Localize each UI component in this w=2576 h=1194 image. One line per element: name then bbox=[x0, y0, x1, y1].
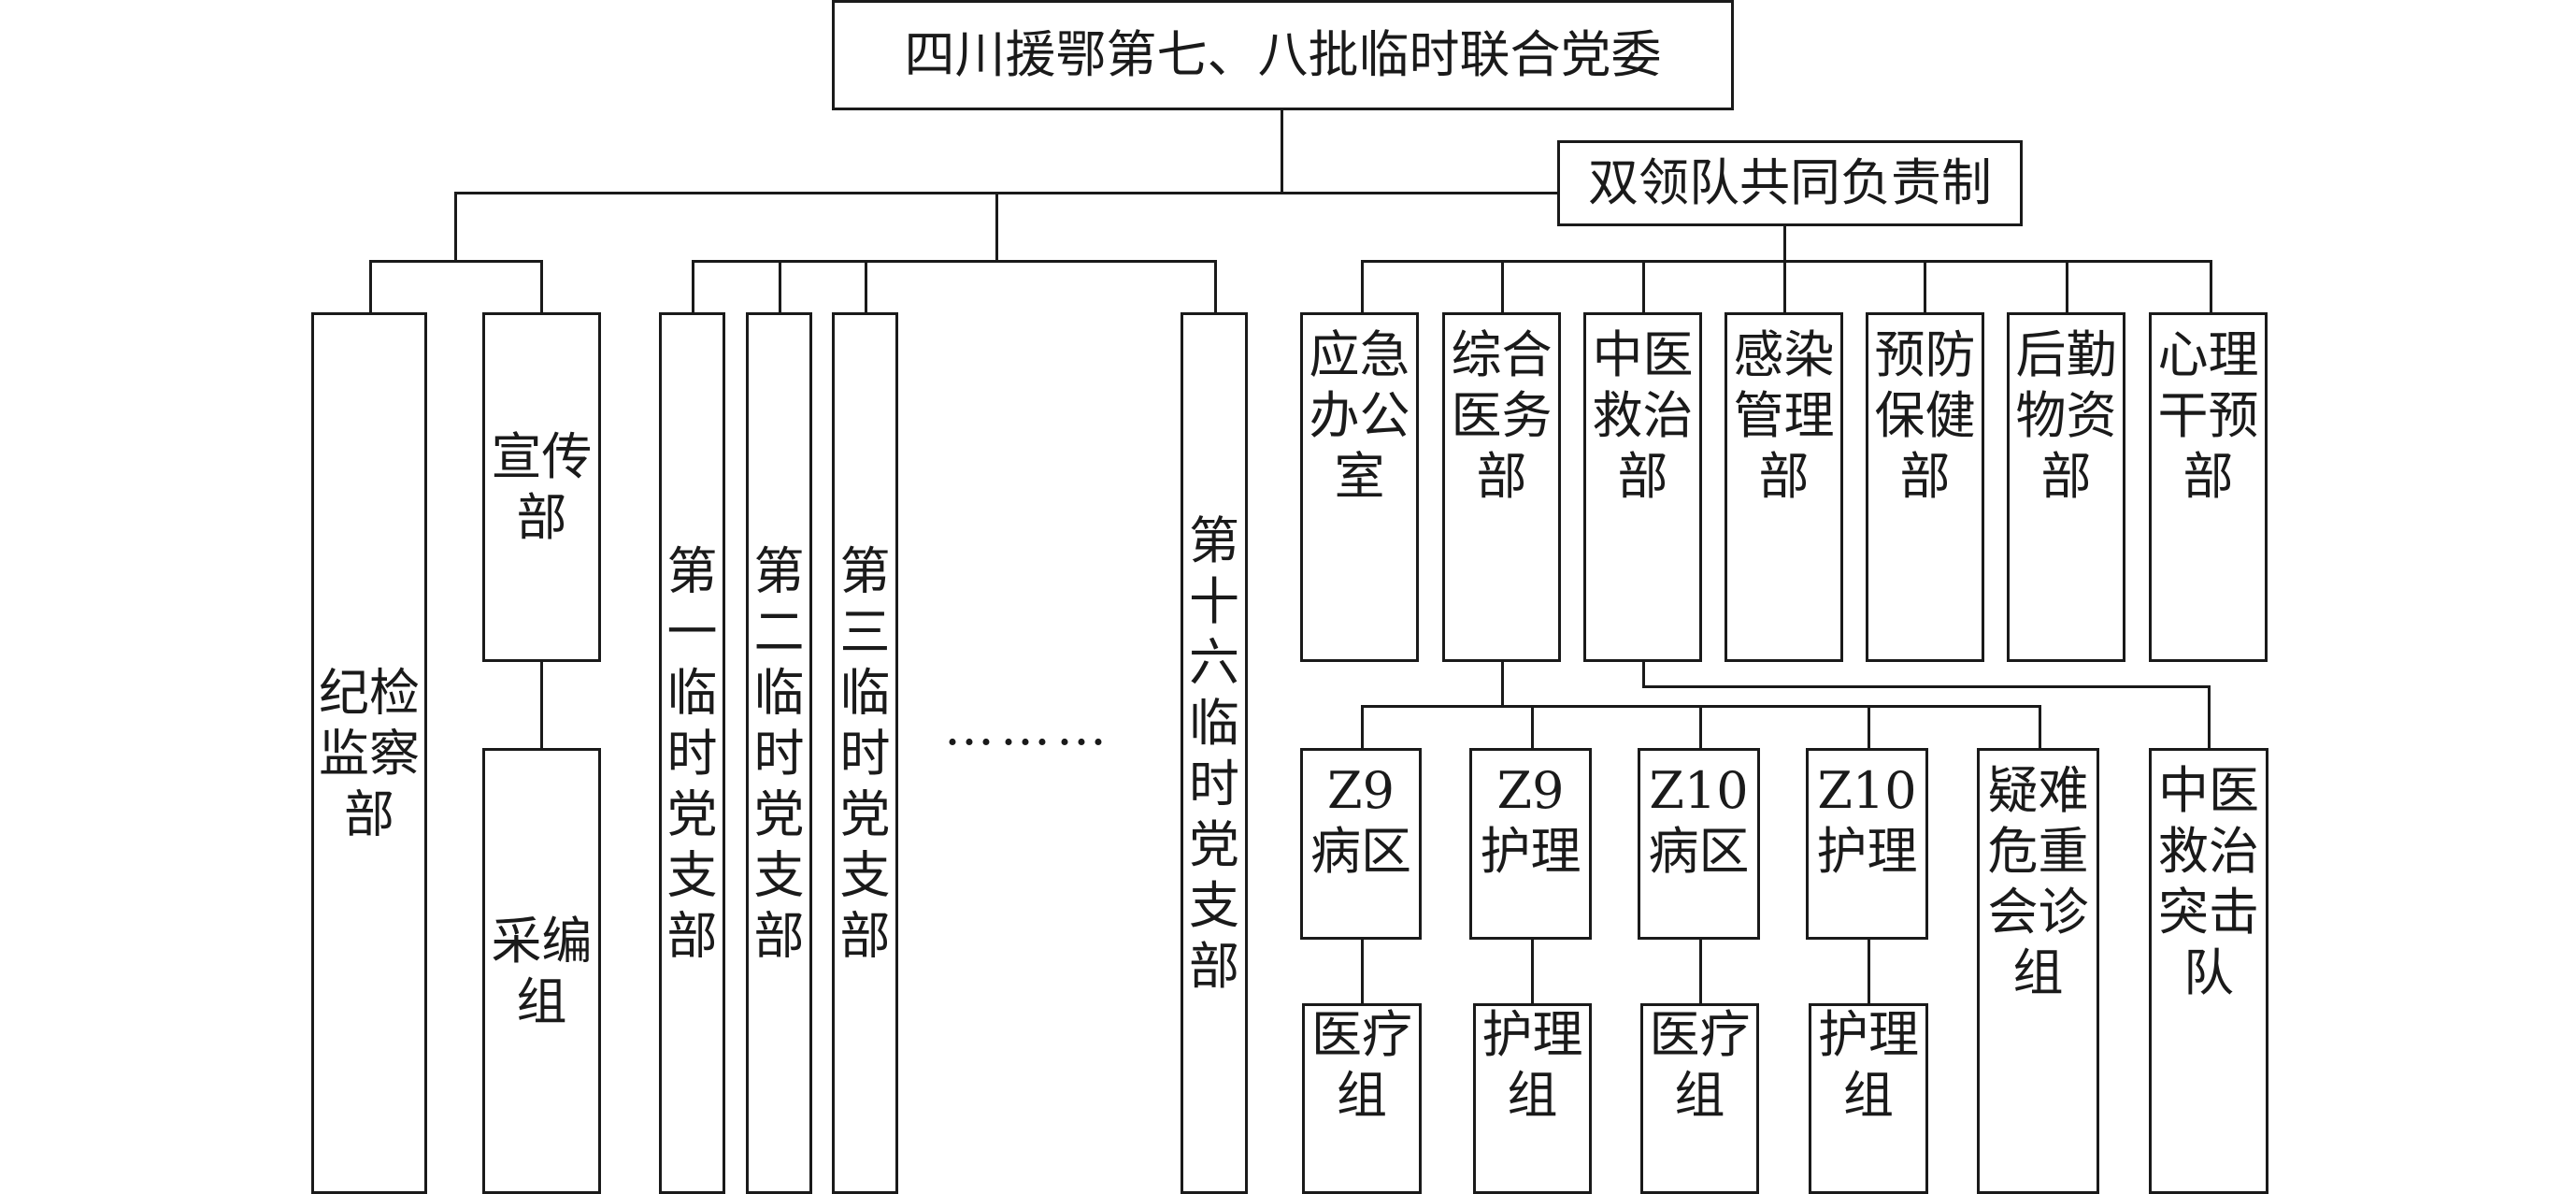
connector-line bbox=[1361, 705, 1364, 750]
connector-line bbox=[540, 260, 543, 312]
department-box: 预防保健部 bbox=[1866, 312, 1984, 662]
connector-line bbox=[1783, 260, 1786, 312]
connector-line bbox=[1642, 260, 1645, 312]
editing-group-label: 采编组 bbox=[491, 911, 593, 1031]
connector-line bbox=[2210, 260, 2212, 312]
subunit-label: Z10护理 bbox=[1816, 761, 1918, 881]
team-box: 护理组 bbox=[1809, 1003, 1928, 1194]
connector-line bbox=[995, 192, 998, 262]
discipline-dept-label: 纪检监察部 bbox=[319, 663, 420, 843]
connector-line bbox=[1642, 662, 1645, 688]
branches-ellipsis: ……… bbox=[944, 698, 1112, 756]
team-label: 护理组 bbox=[1481, 1005, 1583, 1125]
subunit-box: 中医救治突击队 bbox=[2149, 748, 2268, 1194]
connector-line bbox=[2066, 260, 2068, 312]
connector-line bbox=[1361, 260, 1364, 312]
connector-line bbox=[369, 260, 543, 263]
sixteenth-branch-box: 第十六临时党支部 bbox=[1181, 312, 1248, 1194]
connector-line bbox=[2208, 685, 2211, 750]
root-committee-box: 四川援鄂第七、八批临时联合党委 bbox=[832, 0, 1734, 110]
subunit-label: Z10病区 bbox=[1648, 761, 1750, 881]
connector-line bbox=[540, 662, 543, 750]
connector-line bbox=[692, 260, 1217, 263]
connector-line bbox=[1361, 260, 2212, 263]
connector-line bbox=[1214, 260, 1217, 312]
department-label: 心理干预部 bbox=[2157, 325, 2259, 506]
team-box: 医疗组 bbox=[1640, 1003, 1759, 1194]
connector-line bbox=[369, 260, 372, 312]
department-label: 综合医务部 bbox=[1451, 325, 1553, 506]
co-lead-box: 双领队共同负责制 bbox=[1557, 140, 2023, 226]
editing-group-box: 采编组 bbox=[482, 748, 601, 1194]
team-label: 医疗组 bbox=[1649, 1005, 1751, 1125]
connector-line bbox=[1501, 260, 1504, 312]
department-label: 感染管理部 bbox=[1733, 325, 1835, 506]
subunit-box: 疑难危重会诊组 bbox=[1977, 748, 2099, 1194]
connector-line bbox=[1642, 685, 2211, 688]
department-label: 预防保健部 bbox=[1874, 325, 1976, 506]
connector-line bbox=[1531, 940, 1534, 1005]
connector-line bbox=[2039, 705, 2041, 750]
first-branch-label: 第一临时党支部 bbox=[666, 541, 718, 965]
department-box: 后勤物资部 bbox=[2007, 312, 2125, 662]
subunit-box: Z9病区 bbox=[1300, 748, 1422, 940]
publicity-dept-label: 宣传部 bbox=[491, 427, 593, 547]
connector-line bbox=[1924, 260, 1926, 312]
subunit-label: Z9护理 bbox=[1480, 761, 1581, 881]
department-box: 中医救治部 bbox=[1583, 312, 1702, 662]
subunit-box: Z10病区 bbox=[1638, 748, 1760, 940]
team-box: 护理组 bbox=[1473, 1003, 1592, 1194]
team-box: 医疗组 bbox=[1302, 1003, 1422, 1194]
connector-line bbox=[1699, 940, 1702, 1005]
subunit-box: Z9护理 bbox=[1469, 748, 1592, 940]
subunit-label: Z9病区 bbox=[1310, 761, 1411, 881]
connector-line bbox=[1868, 940, 1870, 1005]
department-label: 应急办公室 bbox=[1309, 325, 1410, 506]
connector-line bbox=[1783, 224, 1786, 262]
connector-line bbox=[1699, 705, 1702, 750]
connector-line bbox=[779, 260, 781, 312]
third-branch-box: 第三临时党支部 bbox=[832, 312, 898, 1194]
subunit-box: Z10护理 bbox=[1806, 748, 1928, 940]
department-label: 后勤物资部 bbox=[2015, 325, 2117, 506]
connector-line bbox=[1868, 705, 1870, 750]
connector-line bbox=[692, 260, 694, 312]
department-box: 心理干预部 bbox=[2149, 312, 2268, 662]
publicity-dept-box: 宣传部 bbox=[482, 312, 601, 662]
team-label: 护理组 bbox=[1818, 1005, 1919, 1125]
discipline-dept-box: 纪检监察部 bbox=[311, 312, 427, 1194]
subunit-label: 疑难危重会诊组 bbox=[1987, 761, 2089, 1002]
connector-line bbox=[865, 260, 867, 312]
department-box: 感染管理部 bbox=[1724, 312, 1843, 662]
connector-line bbox=[454, 192, 457, 262]
sixteenth-branch-label: 第十六临时党支部 bbox=[1189, 511, 1239, 996]
department-box: 综合医务部 bbox=[1442, 312, 1561, 662]
co-lead-label: 双领队共同负责制 bbox=[1588, 153, 1992, 212]
connector-line bbox=[1281, 108, 1283, 194]
connector-line bbox=[1531, 705, 1534, 750]
connector-line bbox=[1501, 662, 1504, 707]
root-committee-label: 四川援鄂第七、八批临时联合党委 bbox=[904, 25, 1662, 84]
department-box: 应急办公室 bbox=[1300, 312, 1419, 662]
third-branch-label: 第三临时党支部 bbox=[839, 541, 891, 965]
first-branch-box: 第一临时党支部 bbox=[659, 312, 725, 1194]
team-label: 医疗组 bbox=[1311, 1005, 1412, 1125]
second-branch-label: 第二临时党支部 bbox=[753, 541, 805, 965]
subunit-label: 中医救治突击队 bbox=[2158, 761, 2259, 1002]
connector-line bbox=[454, 192, 1562, 194]
second-branch-box: 第二临时党支部 bbox=[746, 312, 812, 1194]
connector-line bbox=[1361, 940, 1364, 1005]
department-label: 中医救治部 bbox=[1592, 325, 1694, 506]
